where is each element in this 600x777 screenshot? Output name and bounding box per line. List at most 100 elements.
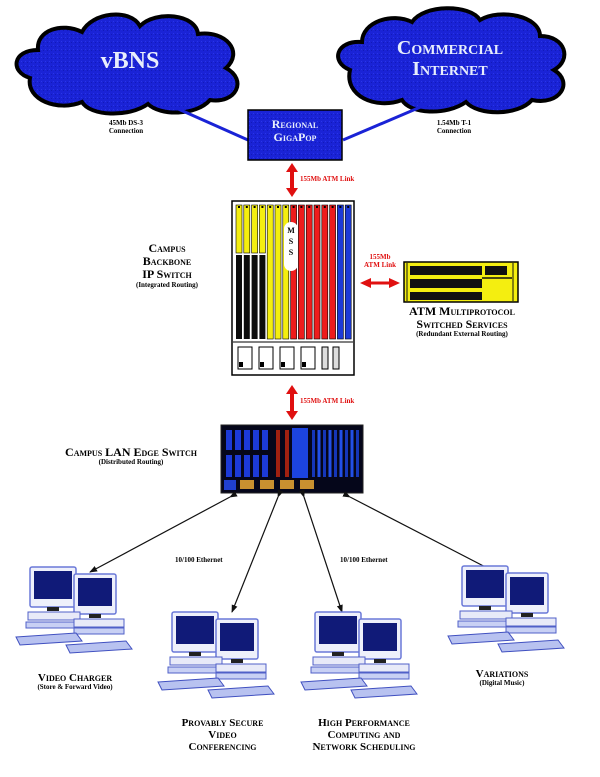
chassis-slot: [337, 204, 344, 340]
commercial-link-line: [342, 98, 438, 142]
chassis-slot: [298, 204, 305, 340]
chassis-slot: [243, 204, 251, 339]
edge-slot-upper: [253, 430, 259, 450]
edge-slot-red: [276, 430, 280, 477]
secure-video-line2: Video: [208, 729, 237, 742]
side-atm-speed: 155Mb: [369, 253, 391, 261]
ethernet-link-hpc: [298, 489, 343, 613]
chassis-small-module: [321, 346, 329, 370]
atm-mss-device: [403, 261, 519, 303]
vbns-cloud: [14, 12, 240, 116]
ethernet-label-right: 10/100 Ethernet: [340, 556, 388, 564]
edge-slot-wide: [292, 428, 308, 478]
edge-port-block: [280, 480, 294, 489]
edge-port-block: [300, 480, 314, 489]
edge-switch-device: [220, 424, 364, 494]
backbone-label-line2: Backbone: [142, 254, 192, 269]
atm-mss-label-line1: ATM Multiprotocol: [409, 304, 515, 318]
hpc-line1: High Performance: [318, 717, 410, 729]
workstation-label-variations: Variations (Digital Music): [452, 668, 552, 688]
ethernet-link-video-charger: [89, 491, 238, 573]
side-atm-link-label: 155Mb ATM Link: [358, 253, 402, 269]
edge-slot-lower: [262, 455, 268, 477]
vbns-label: vBNS: [100, 48, 160, 74]
edge-slot-thin: [312, 430, 315, 477]
hpc-line2: Computing and: [327, 729, 401, 742]
chassis-slot: [305, 204, 313, 340]
workstation-variations: [447, 565, 565, 653]
chassis-small-module: [332, 346, 340, 370]
edge-slot-thin: [317, 430, 321, 477]
chassis-slot: [282, 204, 290, 340]
edge-slot-thin: [345, 430, 348, 477]
backbone-label: Campus Backbone IP Switch (Integrated Ro…: [122, 241, 212, 289]
edge-switch-label: Campus LAN Edge Switch (Distributed Rout…: [46, 445, 216, 467]
gigapop-label: Regional GigaPop: [248, 117, 342, 145]
edge-slot-upper: [244, 430, 250, 450]
video-charger-title: Video Charger: [37, 672, 113, 684]
top-atm-link-label: 155Mb ATM Link: [300, 175, 355, 183]
chassis-slot: [274, 204, 282, 340]
vbns-connection-note: 45Mb DS-3 Connection: [96, 119, 156, 135]
vbns-connection-speed: 45Mb DS-3: [108, 119, 144, 127]
edge-slot-thin: [350, 430, 354, 477]
edge-slot-thin: [334, 430, 337, 477]
backbone-chassis: [231, 200, 355, 376]
workstation-secure-video: [157, 611, 275, 699]
chassis-module: [237, 346, 253, 370]
chassis-slot: [266, 204, 274, 340]
chassis-slot: [344, 204, 352, 340]
edge-slot-thin: [356, 430, 359, 477]
edge-slot-thin: [328, 430, 332, 477]
chassis-module: [258, 346, 274, 370]
commercial-label-line2: Internet: [412, 58, 488, 80]
edge-port-block: [240, 480, 254, 489]
hpc-line3: Network Scheduling: [312, 741, 416, 754]
backbone-label-line3: IP Switch: [142, 267, 192, 282]
commercial-internet-cloud: [336, 6, 567, 115]
edge-slot-thin: [339, 430, 343, 477]
commercial-connection-word: Connection: [436, 127, 472, 136]
ethernet-link-variations: [342, 491, 498, 574]
commercial-internet-label: Commercial Internet: [370, 38, 530, 80]
chassis-slot: [259, 204, 266, 339]
ethernet-link-secure-video: [231, 489, 284, 613]
vbns-connection-word: Connection: [108, 127, 144, 136]
atm-mss-sublabel: (Redundant External Routing): [416, 330, 508, 339]
edge-slot-upper: [262, 430, 268, 450]
chassis-module: [279, 346, 295, 370]
edge-port-block: [260, 480, 274, 489]
edge-slot-lower: [235, 455, 241, 477]
bottom-atm-link-label: 155Mb ATM Link: [300, 397, 355, 405]
gigapop-label-line1: Regional: [271, 117, 319, 131]
edge-slot-thin: [323, 430, 326, 477]
edge-slot-upper: [226, 430, 232, 450]
chassis-slot: [235, 204, 243, 339]
edge-slot-lower: [253, 455, 259, 477]
variations-sub: (Digital Music): [479, 679, 525, 688]
workstation-label-secure-video: Provably Secure Video Conferencing: [160, 717, 285, 753]
edge-slot-lower: [226, 455, 232, 477]
backbone-label-line1: Campus: [148, 241, 186, 255]
edge-slot-upper: [235, 430, 241, 450]
edge-switch-sublabel: (Distributed Routing): [98, 458, 164, 467]
commercial-connection-speed: 1.54Mb T-1: [436, 119, 472, 127]
atm-mss-label-line2: Switched Services: [416, 317, 508, 332]
commercial-connection-note: 1.54Mb T-1 Connection: [426, 119, 482, 135]
variations-title: Variations: [475, 668, 529, 680]
chassis-slot: [321, 204, 329, 340]
workstation-hpc: [300, 611, 418, 699]
edge-port-blue: [224, 480, 236, 490]
backbone-sublabel: (Integrated Routing): [135, 280, 199, 289]
edge-slot-lower: [244, 455, 250, 477]
workstation-label-video-charger: Video Charger (Store & Forward Video): [20, 672, 130, 692]
secure-video-line3: Conferencing: [188, 741, 257, 754]
ethernet-label-left: 10/100 Ethernet: [175, 556, 223, 564]
gigapop-label-line2: GigaPop: [273, 130, 317, 145]
chassis-slot: [329, 204, 336, 340]
side-atm-word: ATM Link: [364, 261, 396, 270]
secure-video-line1: Provably Secure: [181, 717, 264, 729]
